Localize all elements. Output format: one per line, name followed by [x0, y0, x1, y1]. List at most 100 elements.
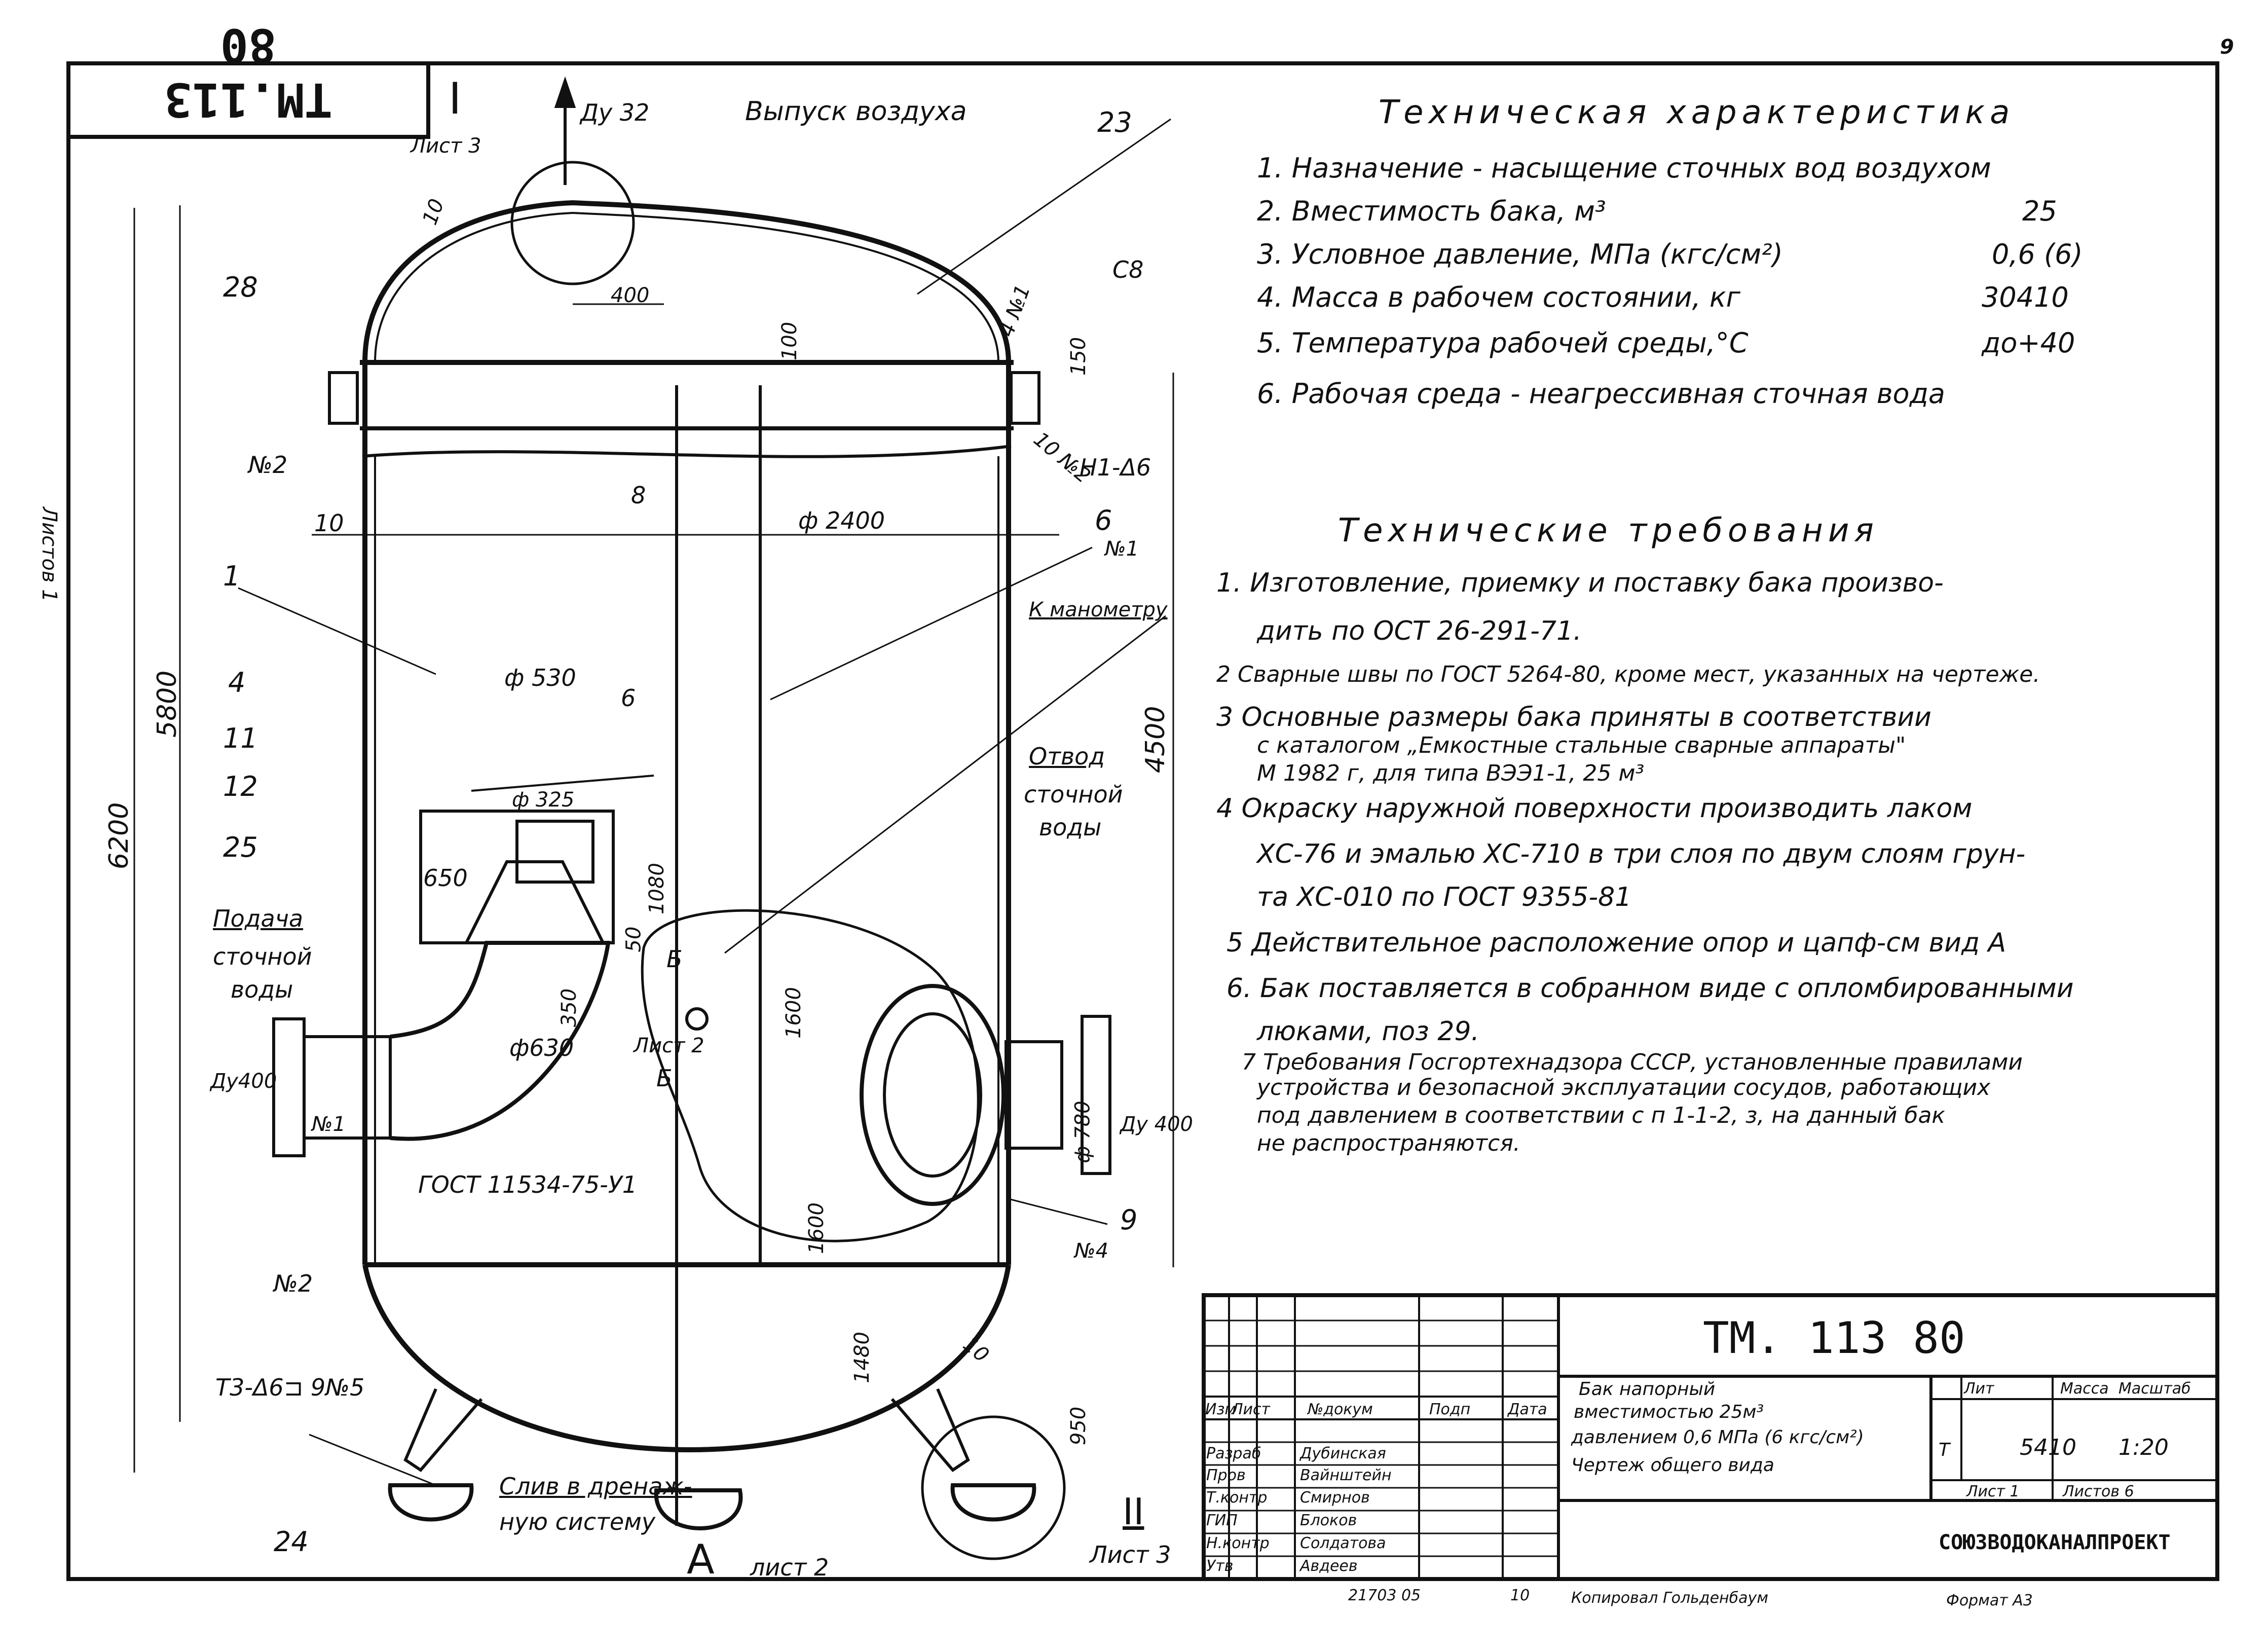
title-block: [1202, 1293, 2219, 1581]
col-doc: №докум: [1308, 1401, 1373, 1418]
nozzle-n2-label: №2: [248, 451, 288, 479]
section-b-bottom: Б: [656, 1065, 673, 1092]
col-list: Лист: [1232, 1401, 1271, 1418]
sheet-ref-label: Лист 3: [411, 134, 481, 158]
tech-req-line: 2 Сварные швы по ГОСТ 5264-80, кроме мес…: [1216, 662, 2040, 687]
tech-char-value: 0,6 (6): [1992, 238, 2083, 270]
lit-value: Т: [1939, 1440, 1950, 1460]
dim-8: 8: [631, 482, 646, 509]
tech-req-line: люками, поз 29.: [1257, 1016, 1480, 1047]
inlet-size-label: Ду400: [210, 1070, 277, 1093]
tech-req-line: 7 Требования Госгортехнадзора СССР, уста…: [1242, 1049, 2023, 1075]
dim-1600-upper: 1600: [782, 987, 805, 1039]
col-date: Дата: [1508, 1401, 1547, 1418]
pos-23-label: 23: [1097, 106, 1132, 138]
nozzle-n1-inlet-label: №1: [312, 1113, 346, 1136]
detail-circle-two: [921, 1415, 1066, 1560]
manometer-label: К манометру: [1029, 598, 1168, 621]
dim-1600-lower: 1600: [804, 1202, 828, 1254]
role-label: Разраб: [1206, 1445, 1261, 1462]
dim-diameter-2400: ф 2400: [798, 507, 885, 534]
page-number: 9: [2220, 35, 2234, 59]
side-sheet-label: Листов 1: [38, 507, 61, 602]
tech-char-item: 4. Масса в рабочем состоянии, кг: [1257, 281, 1740, 313]
pos-9-label: 9: [1120, 1204, 1138, 1236]
drain-t3-label: Т3-Δ6⊐ 9№5: [215, 1374, 365, 1401]
dim-diameter-630: ф630: [509, 1034, 574, 1061]
role-name: Вайнштейн: [1300, 1466, 1392, 1484]
role-label: Пров: [1206, 1466, 1246, 1484]
role-name: Авдеев: [1300, 1557, 1358, 1575]
gost-label: ГОСТ 11534-75-У1: [418, 1171, 638, 1198]
dim-6: 6: [621, 684, 636, 712]
dim-150: 150: [1067, 337, 1091, 376]
col-sign: Подп: [1429, 1401, 1471, 1418]
inlet-flange: [272, 1017, 306, 1157]
drain-label-1: Слив в дренаж-: [499, 1473, 692, 1500]
view-label-two: II: [1123, 1490, 1144, 1533]
tech-char-item: 6. Рабочая среда - неагрессивная сточная…: [1257, 378, 1946, 410]
scale-value: 1:20: [2118, 1435, 2169, 1460]
title-block-name-1: Бак напорный: [1579, 1379, 1716, 1400]
sheet-number: Лист 1: [1966, 1483, 2020, 1500]
tank-top-dome: [362, 200, 1011, 363]
sheet3-bottom-label: Лист 3: [1090, 1541, 1171, 1568]
tech-req-line: 6. Бак поставляется в собранном виде с о…: [1226, 973, 2074, 1004]
flange-right: [1010, 371, 1040, 425]
inlet-elbow: [390, 941, 611, 1141]
view-label-one: I: [449, 74, 462, 124]
nozzle-n1-top-label: №1: [1105, 537, 1139, 561]
tech-req-line: 3 Основные размеры бака приняты в соотве…: [1216, 702, 1931, 732]
role-label: Утв: [1206, 1557, 1234, 1575]
pos-12-label: 12: [223, 771, 258, 802]
dim-overall-height: 6200: [104, 802, 134, 869]
tech-char-item: 3. Условное давление, МПа (кгс/см²): [1257, 238, 1783, 270]
title-block-name-4: Чертеж общего вида: [1571, 1455, 1774, 1476]
inlet-label-3: воды: [231, 976, 293, 1003]
dim-650: 650: [423, 864, 468, 892]
section-b-top: Б: [666, 945, 683, 973]
pos-6-label: 6: [1095, 504, 1112, 536]
pos-c8-label: С8: [1112, 256, 1144, 283]
dim-cyl-height: 4500: [1140, 706, 1171, 773]
outlet-flange: [1081, 1015, 1111, 1175]
dim-wall-thickness: 10: [314, 509, 344, 537]
drain-label-2: ную систему: [499, 1508, 656, 1535]
tech-char-item: 5. Температура рабочей среды,°С: [1257, 327, 1749, 359]
tech-char-value: 30410: [1982, 281, 2069, 313]
tech-req-line: устройства и безопасной эксплуатации сос…: [1257, 1075, 1991, 1101]
view-a-label: А: [687, 1536, 715, 1583]
inventory-number: 21703 05: [1348, 1587, 1421, 1604]
view-b-outline: [641, 909, 980, 1242]
tech-req-line: 5 Действительное расположение опор и цап…: [1226, 928, 2006, 958]
outlet-label-1: Отвод: [1029, 743, 1105, 770]
role-label: Н.контр: [1206, 1534, 1270, 1552]
role-name: Блоков: [1300, 1512, 1357, 1529]
tech-req-line: ХС-76 и эмалью ХС-710 в три слоя по двум…: [1257, 839, 2026, 869]
tech-req-line: 4 Окраску наружной поверхности производи…: [1216, 793, 1973, 824]
sheets-total: Листов 6: [2063, 1483, 2134, 1500]
outlet-label-2: сточной: [1024, 781, 1123, 808]
nozzle-n4-label: №4: [1074, 1239, 1109, 1263]
dim-100: 100: [778, 321, 802, 361]
pos-25-label: 25: [223, 831, 258, 863]
air-outlet-arrow: [554, 76, 576, 108]
leg-right: [890, 1388, 970, 1472]
dim-1480: 1480: [850, 1332, 874, 1383]
tech-req-line: с каталогом „Емкостные стальные сварные …: [1257, 732, 1906, 758]
role-name: Солдатова: [1300, 1534, 1386, 1552]
pos-11-label: 11: [223, 722, 258, 754]
tech-req-line: под давлением в соответствии с п 1-1-2, …: [1257, 1103, 1946, 1128]
lit-header: Лит: [1964, 1380, 1994, 1398]
title-block-name-3: давлением 0,6 МПа (6 кгс/см²): [1571, 1427, 1864, 1448]
doc-code-stamp: ТМ.113 80: [164, 18, 333, 127]
role-name: Дубинская: [1300, 1445, 1386, 1462]
mass-value: 5410: [2020, 1435, 2076, 1460]
drain-nozzle-h1-label: Н1-Δ6: [1080, 454, 1151, 481]
title-block-code: ТМ. 113 80: [1703, 1313, 1965, 1364]
dim-1080: 1080: [645, 863, 668, 914]
scale-header: Масштаб: [2118, 1380, 2191, 1398]
dim-nozzle-offset: 400: [611, 284, 650, 307]
